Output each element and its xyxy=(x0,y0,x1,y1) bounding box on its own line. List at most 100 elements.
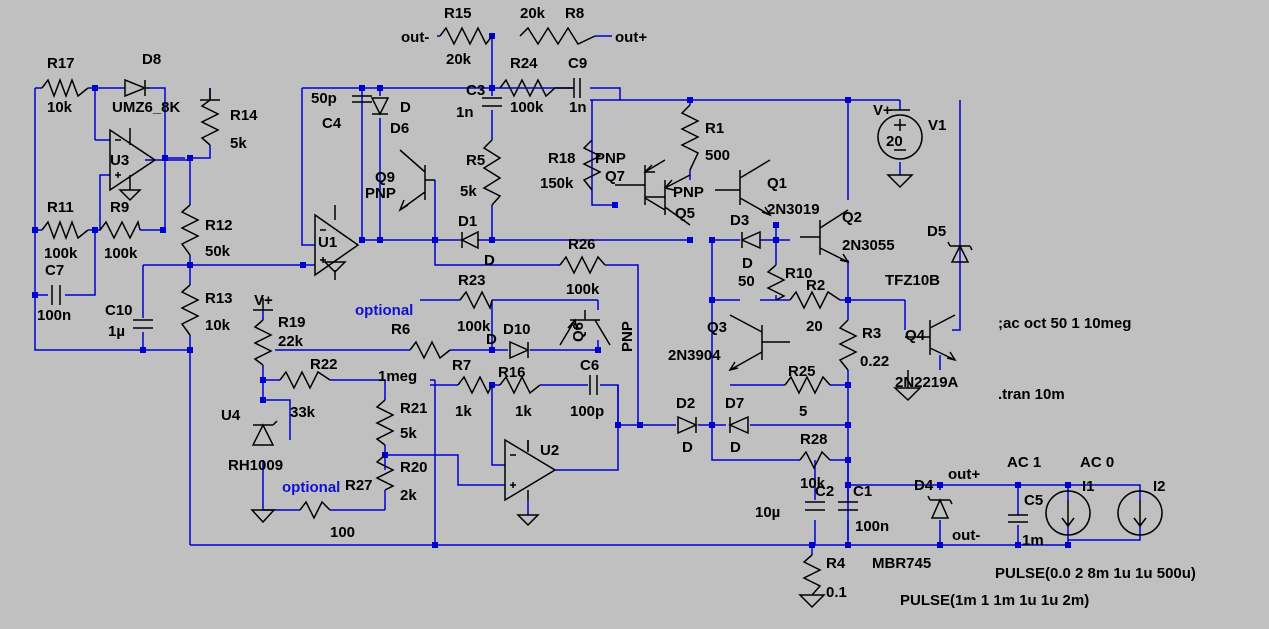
label-U3: U3 xyxy=(110,152,129,169)
label-pulse-2: PULSE(1m 1 1m 1u 1u 2m) xyxy=(900,592,1089,609)
resistor-R13 xyxy=(180,284,200,336)
spice-directive-ac: ;ac oct 50 1 10meg xyxy=(998,315,1131,332)
label-C3v: 1n xyxy=(456,104,474,121)
label-D1: D1 xyxy=(458,213,477,230)
label-C1: C1 xyxy=(853,483,872,500)
ground-icon xyxy=(118,189,142,202)
label-R22: R22 xyxy=(310,356,338,373)
diode-D3 xyxy=(740,230,761,250)
label-R23v: 100k xyxy=(457,318,491,335)
label-D2: D2 xyxy=(676,395,695,412)
resistor-R11 xyxy=(41,219,89,241)
resistor-R2 xyxy=(789,290,841,310)
label-R27: R27 xyxy=(345,477,373,494)
opamps[interactable] xyxy=(109,128,557,502)
label-R2: R2 xyxy=(806,277,825,294)
label-vplus-V1: V+ xyxy=(873,102,892,119)
transistor-Q5 xyxy=(645,174,691,226)
transistor-Q3 xyxy=(728,314,790,372)
label-C4v: 50p xyxy=(311,90,337,107)
transistor-Q1 xyxy=(715,159,772,217)
label-R19v: 22k xyxy=(278,333,304,350)
ground-icon xyxy=(250,509,276,524)
label-R9: R9 xyxy=(110,199,129,216)
label-R4v: 0.1 xyxy=(826,584,847,601)
resistor-R5 xyxy=(482,139,502,206)
resistor-R22 xyxy=(279,370,331,390)
resistor-R16 xyxy=(499,375,541,395)
resistor-R21 xyxy=(375,399,395,446)
label-R5v: 5k xyxy=(460,183,477,200)
capacitors[interactable] xyxy=(51,78,1028,523)
label-D4v: MBR745 xyxy=(872,555,931,572)
transistors[interactable] xyxy=(398,149,957,372)
opamp-U3 xyxy=(109,128,157,192)
label-R13: R13 xyxy=(205,290,233,307)
label-C7v: 100n xyxy=(37,307,71,324)
resistor-R14 xyxy=(200,99,220,146)
label-R5: R5 xyxy=(466,152,485,169)
diode-D5 xyxy=(947,241,973,263)
label-R19: R19 xyxy=(278,314,306,331)
resistor-R25 xyxy=(784,375,831,395)
label-Q2v: 2N3055 xyxy=(842,237,895,254)
label-D8v: UMZ6_8K xyxy=(112,99,181,116)
label-I1: I1 xyxy=(1082,478,1095,495)
opamp-U1 xyxy=(314,213,360,277)
diode-D6 xyxy=(370,97,390,116)
label-C4: C4 xyxy=(322,115,342,132)
label-R22v: 33k xyxy=(290,404,316,421)
sources[interactable] xyxy=(877,114,1163,536)
label-R6: R6 xyxy=(391,321,410,338)
diode-D2 xyxy=(677,415,698,435)
grounds xyxy=(118,174,922,609)
transistor-Q6 xyxy=(559,310,611,346)
label-C3: C3 xyxy=(466,82,485,99)
ground-icon xyxy=(516,514,540,527)
label-R24v: 100k xyxy=(510,99,544,116)
resistor-R10 xyxy=(766,264,786,301)
label-Q6: Q6 xyxy=(570,322,587,342)
capacitor-C9 xyxy=(573,78,581,98)
label-D7: D7 xyxy=(725,395,744,412)
label-D3: D3 xyxy=(730,212,749,229)
diodes[interactable] xyxy=(124,78,973,519)
label-C6v: 100p xyxy=(570,403,604,420)
label-D5v: TFZ10B xyxy=(885,272,940,289)
vplus-flag-icon xyxy=(200,88,220,101)
label-R1: R1 xyxy=(705,120,724,137)
label-outm-top: out- xyxy=(401,29,429,46)
label-D8: D8 xyxy=(142,51,161,68)
label-R14v: 5k xyxy=(230,135,247,152)
junctions xyxy=(32,33,1071,548)
current-source-I2 xyxy=(1117,490,1163,536)
label-R9v: 100k xyxy=(104,245,138,262)
resistors[interactable] xyxy=(41,26,858,596)
label-D6: D6 xyxy=(390,120,409,137)
label-R21: R21 xyxy=(400,400,428,417)
label-R14: R14 xyxy=(230,107,258,124)
transistor-Q4 xyxy=(905,314,957,362)
capacitor-C6 xyxy=(589,375,598,395)
label-R15: R15 xyxy=(444,5,472,22)
label-R16: R16 xyxy=(498,364,526,381)
label-R16v: 1k xyxy=(515,403,532,420)
label-U4: U4 xyxy=(221,407,241,424)
resistor-R26 xyxy=(559,255,606,275)
label-R2v: 20 xyxy=(806,318,823,335)
diode-D4 xyxy=(927,495,953,519)
label-R3: R3 xyxy=(862,325,881,342)
label-R7: R7 xyxy=(452,357,471,374)
label-R11: R11 xyxy=(47,199,74,216)
capacitor-C4 xyxy=(352,95,372,103)
label-R3v: 0.22 xyxy=(860,353,889,370)
label-R20: R20 xyxy=(400,459,428,476)
label-R17: R17 xyxy=(47,55,75,72)
label-C2: C2 xyxy=(815,483,834,500)
label-U1: U1 xyxy=(318,234,337,251)
label-Q1: Q1 xyxy=(767,175,787,192)
diode-D1 xyxy=(460,230,479,250)
label-R17v: 10k xyxy=(47,99,73,116)
label-R27v: 100 xyxy=(330,524,355,541)
